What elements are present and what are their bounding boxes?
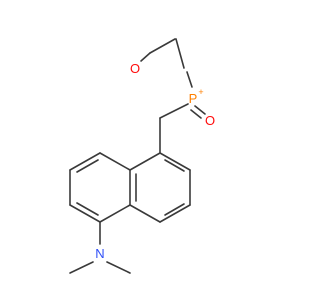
ring-inner-bond-2 (164, 203, 185, 216)
molecule-structure-diagram: O P + O N (69, 38, 215, 274)
bond-nitrogen-methyl-left (69, 261, 94, 274)
atom-phosphorus-charge: + (198, 87, 203, 97)
bond-phosphorus-oxygen-double-a (194, 105, 206, 115)
ring-bond-4 (129, 204, 161, 223)
ring-bond-11 (99, 204, 131, 223)
ring-bond-6 (129, 152, 161, 171)
bond-ethyl-ch3-ch2 (149, 38, 176, 54)
atom-oxygen-ether: O (130, 61, 140, 76)
ring-bond-8 (69, 152, 101, 171)
ring-inner-bond-1 (164, 159, 185, 172)
bond-oxygen-phosphorus (186, 71, 193, 88)
atom-nitrogen: N (95, 246, 104, 261)
bond-nitrogen-methyl-right (106, 261, 131, 274)
ring-inner-bond-4 (76, 159, 99, 173)
ring-bond-3 (159, 204, 191, 223)
ring-bond-1 (159, 152, 191, 171)
bond-phosphorus-oxygen-double-b (190, 109, 202, 119)
bond-phosphorus-methylene (159, 103, 189, 119)
atom-oxygen-double: O (205, 113, 215, 128)
atom-phosphorus: P (189, 91, 198, 106)
ring-inner-bond-5 (76, 202, 99, 216)
bond-ch2-oxygen (140, 52, 151, 62)
ring-bond-7 (99, 152, 131, 171)
bond-oxygen-ch2-ethyl (175, 38, 185, 69)
ring-bond-10 (69, 204, 101, 223)
